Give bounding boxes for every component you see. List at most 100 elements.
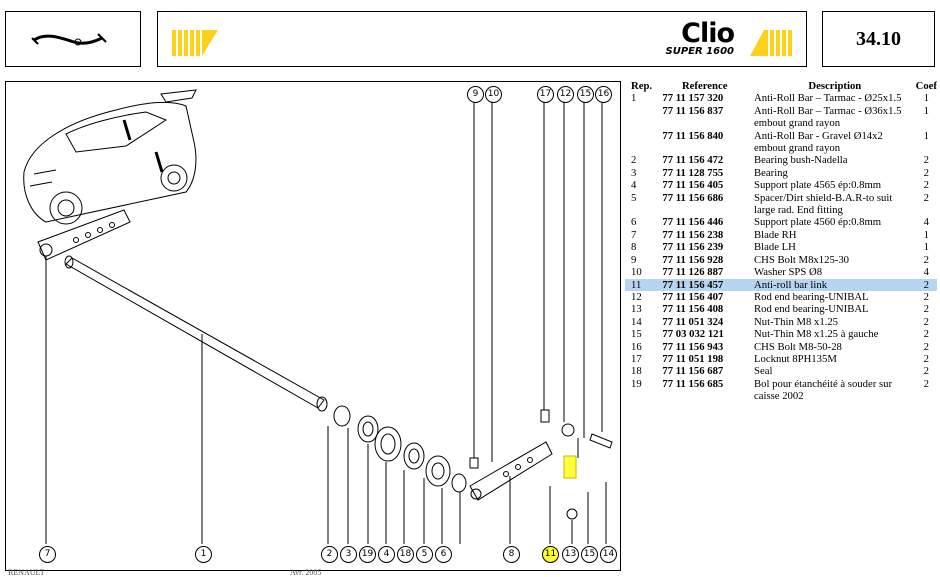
yellow-stripe-logo-right: [750, 30, 792, 56]
header-coef: Coef: [915, 80, 937, 92]
callout-18: 18: [397, 546, 414, 563]
cell-rep: [625, 105, 662, 130]
cell-rep: [625, 130, 662, 155]
cell-coef: 2: [923, 290, 929, 303]
cell-description: Anti-Roll Bar - Gravel Ø14x2 embout gran…: [754, 129, 883, 155]
cell-reference: 77 11 156 408: [662, 303, 724, 316]
cell-description: Seal: [754, 365, 773, 378]
diagram-drawing: [23, 89, 613, 544]
cell-description: Washer SPS Ø8: [754, 266, 823, 279]
cell-description: Anti-roll bar link: [747, 278, 916, 291]
cell-description: Support plate 4560 ép:0.8mm: [754, 216, 882, 229]
cell-rep: 6: [631, 216, 637, 229]
callout-17: 17: [537, 86, 554, 103]
cell-reference: 77 11 156 840: [662, 129, 724, 142]
cell-reference: 77 11 156 943: [662, 340, 724, 353]
cell-coef: 1: [923, 104, 929, 117]
cell-coef: 1: [923, 92, 929, 105]
cell-description: CHS Bolt M8-50-28: [754, 340, 842, 353]
cell-description: Blade RH: [754, 228, 797, 241]
cell-coef: 2: [915, 278, 937, 291]
callout-1: 1: [195, 546, 212, 563]
cell-coef: 2: [923, 315, 929, 328]
cell-coef: 2: [923, 179, 929, 192]
callout-13: 13: [562, 546, 579, 563]
cell-coef: 2: [923, 166, 929, 179]
page-code-box: 34.10: [822, 11, 935, 67]
fasteners: [469, 102, 613, 544]
cell-rep: 7: [631, 228, 637, 241]
callout-14: 14: [600, 546, 617, 563]
cell-coef: 2: [923, 352, 929, 365]
cell-rep: 12: [631, 290, 642, 303]
callout-10: 10: [485, 86, 502, 103]
header-rep: Rep.: [631, 80, 653, 92]
cell-reference: 77 11 156 238: [662, 228, 724, 241]
callout-19: 19: [359, 546, 376, 563]
cell-rep: 8: [631, 241, 637, 254]
cell-reference: 77 11 156 928: [662, 253, 724, 266]
cell-description: Nut-Thin M8 x1.25 à gauche: [754, 328, 879, 341]
cell-reference: 77 11 126 887: [662, 266, 724, 279]
callout-15-top: 15: [577, 86, 594, 103]
header-thumbnail-box: [5, 11, 141, 67]
page-code: 34.10: [856, 27, 901, 50]
cell-reference: 77 11 157 320: [662, 92, 724, 105]
table-row[interactable]: 7 77 11 156 238 Blade RH 1: [625, 229, 937, 241]
cell-rep: 15: [631, 328, 642, 341]
cell-coef: 2: [923, 154, 929, 167]
cell-reference: 77 11 128 755: [662, 166, 724, 179]
cell-coef: 2: [923, 340, 929, 353]
callout-4: 4: [378, 546, 395, 563]
header-reference: Reference: [681, 80, 728, 92]
anti-roll-bar-thumbnail: [31, 33, 107, 46]
table-row[interactable]: 1 77 11 157 320 Anti-Roll Bar – Tarmac - Ø…: [625, 92, 937, 104]
cell-description: Anti-Roll Bar – Tarmac - Ø36x1.5 embout …: [754, 104, 902, 130]
callout-11-highlighted[interactable]: 11: [542, 546, 559, 563]
cell-coef: 1: [923, 228, 929, 241]
cell-rep: 5: [631, 191, 637, 204]
cell-reference: 77 11 051 324: [662, 315, 724, 328]
callout-5: 5: [416, 546, 433, 563]
cell-coef: 2: [923, 253, 929, 266]
cell-coef: 2: [923, 328, 929, 341]
cell-rep: 14: [631, 315, 642, 328]
cell-coef: 2: [923, 365, 929, 378]
yellow-stripe-logo-left: [172, 30, 218, 56]
callout-15-bottom: 15: [581, 546, 598, 563]
callout-7: 7: [39, 546, 56, 563]
logo-super-1600: SUPER 1600: [665, 46, 735, 57]
cell-rep: 4: [631, 179, 637, 192]
cell-rep: 19: [631, 377, 642, 390]
cell-description: Locknut 8PH135M: [754, 352, 837, 365]
cell-rep: 11: [625, 278, 663, 291]
cell-reference: 77 11 156 405: [662, 179, 724, 192]
cell-coef: 4: [923, 216, 929, 229]
table-row[interactable]: 77 11 156 840 Anti-Roll Bar - Gravel Ø14x…: [625, 130, 937, 155]
cell-reference: 77 11 051 198: [662, 352, 724, 365]
callout-9: 9: [467, 86, 484, 103]
callout-16: 16: [595, 86, 612, 103]
cell-reference: 77 11 156 686: [662, 191, 724, 204]
cell-description: Bearing: [754, 166, 788, 179]
cell-rep: 18: [631, 365, 642, 378]
cell-description: Anti-Roll Bar – Tarmac - Ø25x1.5: [754, 92, 902, 105]
